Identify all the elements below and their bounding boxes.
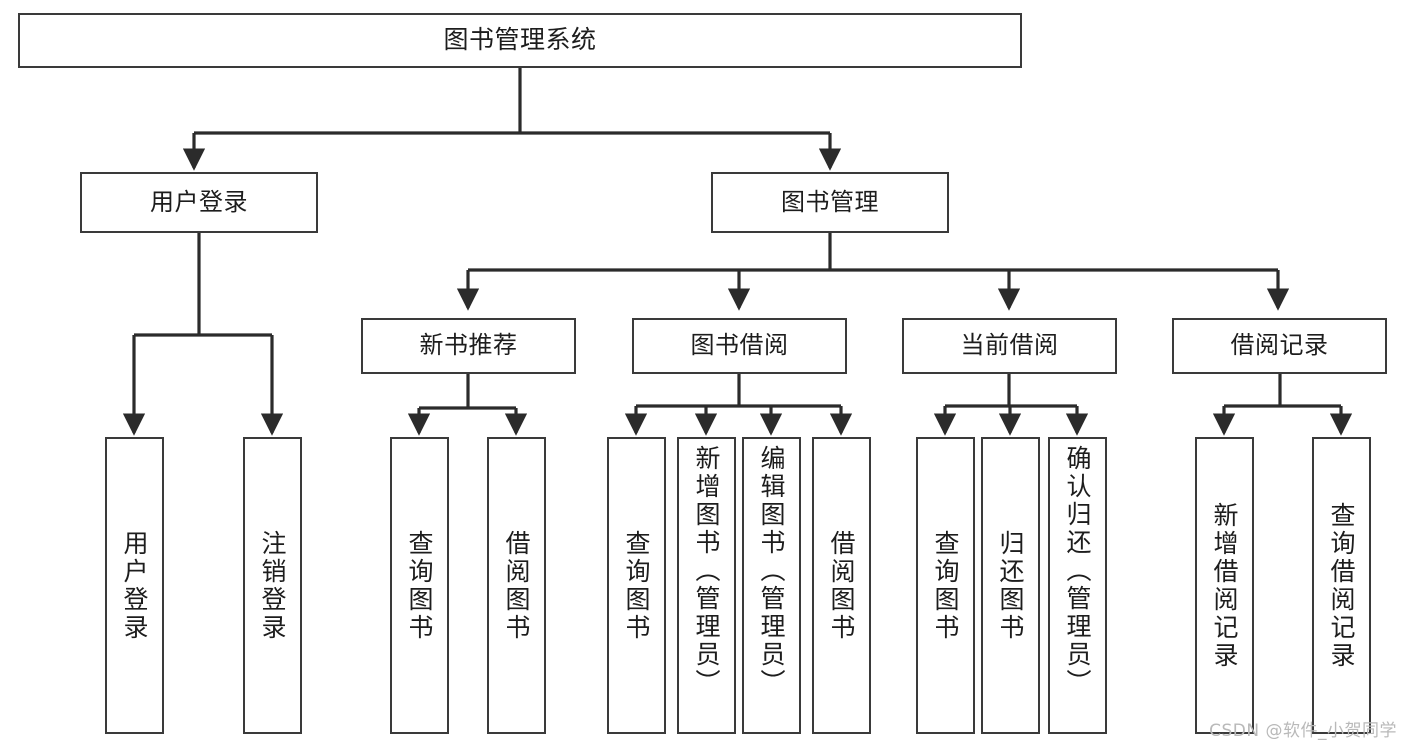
node-label: 图书管理: [781, 187, 879, 216]
node-label: 借阅图书: [827, 529, 856, 642]
node-label: 新增借阅记录: [1210, 501, 1239, 670]
node-label: 新书推荐: [419, 331, 518, 360]
node-label: 用户登录: [120, 529, 149, 642]
node-label: 编辑图书（管理员）: [757, 445, 786, 697]
node-current-borrow[interactable]: 当前借阅: [902, 318, 1117, 374]
node-leaf-add-book[interactable]: 新增图书（管理员）: [677, 437, 736, 734]
node-leaf-borrow-book-2[interactable]: 借阅图书: [812, 437, 871, 734]
node-leaf-user-login[interactable]: 用户登录: [105, 437, 164, 734]
node-leaf-query-book-2[interactable]: 查询图书: [607, 437, 666, 734]
node-label: 查询图书: [622, 529, 651, 642]
node-label: 查询借阅记录: [1327, 501, 1356, 670]
node-leaf-query-record[interactable]: 查询借阅记录: [1312, 437, 1371, 734]
node-book-management[interactable]: 图书管理: [711, 172, 949, 233]
node-label: 新增图书（管理员）: [692, 445, 721, 697]
node-leaf-logout-login[interactable]: 注销登录: [243, 437, 302, 734]
node-new-book-recommend[interactable]: 新书推荐: [361, 318, 576, 374]
node-leaf-query-book-1[interactable]: 查询图书: [390, 437, 449, 734]
node-leaf-edit-book[interactable]: 编辑图书（管理员）: [742, 437, 801, 734]
node-label: 查询图书: [405, 529, 434, 642]
node-label: 图书借阅: [690, 331, 789, 360]
node-leaf-borrow-book-1[interactable]: 借阅图书: [487, 437, 546, 734]
node-book-borrow[interactable]: 图书借阅: [632, 318, 847, 374]
node-user-login[interactable]: 用户登录: [80, 172, 318, 233]
csdn-watermark: CSDN @软件_小贺同学: [1209, 721, 1397, 741]
node-label: 查询图书: [931, 529, 960, 642]
node-root-book-management-system[interactable]: 图书管理系统: [18, 13, 1022, 68]
node-label: 归还图书: [996, 529, 1025, 642]
node-leaf-return-book[interactable]: 归还图书: [981, 437, 1040, 734]
node-borrow-record[interactable]: 借阅记录: [1172, 318, 1387, 374]
node-leaf-add-record[interactable]: 新增借阅记录: [1195, 437, 1254, 734]
node-leaf-query-book-3[interactable]: 查询图书: [916, 437, 975, 734]
node-label: 当前借阅: [960, 331, 1059, 360]
node-label: 用户登录: [150, 187, 248, 216]
node-label: 借阅图书: [502, 529, 531, 642]
node-label: 确认归还（管理员）: [1063, 445, 1092, 697]
node-label: 图书管理系统: [443, 25, 597, 55]
node-leaf-confirm-return[interactable]: 确认归还（管理员）: [1048, 437, 1107, 734]
node-label: 借阅记录: [1230, 331, 1329, 360]
node-label: 注销登录: [258, 529, 287, 642]
